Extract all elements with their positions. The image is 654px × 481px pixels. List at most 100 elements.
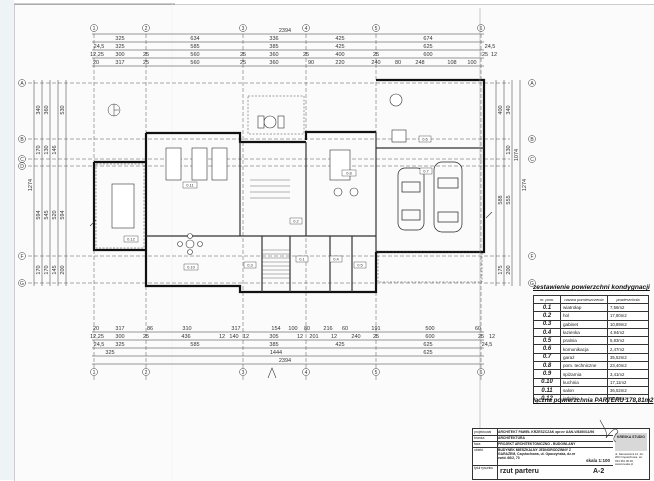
svg-text:300: 300 [115,52,124,58]
svg-text:5: 5 [375,26,378,32]
company-address: ul. Narutowicza 12, 42-200 Częstochowa, … [615,452,644,467]
svg-text:2: 2 [145,26,148,32]
svg-text:300: 300 [115,334,124,340]
svg-text:560: 560 [190,52,199,58]
svg-text:140: 140 [229,334,238,340]
svg-text:310: 310 [182,326,191,332]
svg-text:317: 317 [115,326,124,332]
svg-text:674: 674 [423,36,432,42]
svg-text:325: 325 [115,342,124,348]
svg-text:25: 25 [303,52,309,58]
svg-text:175: 175 [498,265,504,274]
svg-text:317: 317 [231,326,240,332]
svg-text:545: 545 [44,210,50,219]
svg-text:0.2: 0.2 [293,219,299,224]
svg-text:25: 25 [373,334,379,340]
svg-text:201: 201 [309,334,318,340]
svg-text:425: 425 [335,342,344,348]
svg-text:1274: 1274 [522,179,528,191]
svg-text:400: 400 [335,52,344,58]
area-table: nr. pom. nazwa pomieszczenia powierzchni… [533,295,649,404]
svg-text:25: 25 [240,60,246,66]
svg-text:6: 6 [480,26,483,32]
svg-text:340: 340 [506,105,512,114]
svg-text:360: 360 [269,52,278,58]
svg-text:6: 6 [480,370,483,376]
svg-text:340: 340 [36,105,42,114]
svg-text:0.1: 0.1 [299,257,305,262]
svg-text:625: 625 [423,350,432,356]
svg-text:12,25: 12,25 [90,52,104,58]
total-area: łączna powierzchnia PARTERU 178,81m2 [533,397,654,404]
svg-text:220: 220 [335,60,344,66]
svg-text:0.10: 0.10 [187,265,196,270]
svg-text:2: 2 [145,370,148,376]
svg-text:191: 191 [371,326,380,332]
area-schedule: zestawienie powierzchni kondygnacji nr. … [533,284,654,404]
svg-text:425: 425 [335,44,344,50]
svg-text:2394: 2394 [279,358,291,364]
svg-text:170: 170 [36,145,42,154]
svg-text:634: 634 [190,36,199,42]
svg-text:600: 600 [423,52,432,58]
svg-text:12: 12 [297,334,303,340]
svg-text:130: 130 [44,145,50,154]
svg-text:100: 100 [288,326,297,332]
svg-text:B: B [20,137,24,143]
svg-text:585: 585 [190,44,199,50]
svg-text:B: B [530,137,534,143]
svg-text:130: 130 [506,145,512,154]
svg-text:0.4: 0.4 [333,257,339,262]
title-block-row: branża ARCHITEKTURA [473,435,613,442]
svg-text:G: G [530,281,534,287]
svg-text:60: 60 [342,326,348,332]
section-mark-icon [89,211,493,379]
north-arrow-icon [107,103,121,117]
svg-text:F: F [530,254,533,260]
svg-text:154: 154 [271,326,280,332]
garage-cars [397,161,463,233]
title-block-row: projektował ARCHITEKT PAWEŁ KRZESZCZAK o… [473,429,613,436]
svg-text:25: 25 [143,52,149,58]
svg-text:530: 530 [60,105,66,114]
scan-edge [0,0,14,480]
svg-text:20: 20 [93,326,99,332]
exterior-walls [92,78,486,294]
area-schedule-title: zestawienie powierzchni kondygnacji [533,284,650,291]
svg-text:200: 200 [506,265,512,274]
svg-text:20: 20 [93,60,99,66]
svg-text:12: 12 [331,334,337,340]
svg-text:0.11: 0.11 [186,183,194,188]
svg-text:146: 146 [52,145,58,154]
svg-text:170: 170 [36,265,42,274]
svg-text:585: 585 [190,342,199,348]
svg-text:25: 25 [482,52,488,58]
svg-text:80: 80 [304,326,310,332]
svg-text:12: 12 [219,334,225,340]
svg-text:12: 12 [489,334,495,340]
svg-text:0.3: 0.3 [247,263,253,268]
svg-text:594: 594 [60,210,66,219]
drawing-scale: skala 1:100 [586,458,611,463]
svg-text:60: 60 [475,326,481,332]
svg-text:12: 12 [491,52,497,58]
svg-text:25: 25 [143,334,149,340]
axis-1: 1 [93,26,96,32]
svg-text:108: 108 [447,60,456,66]
stairs [250,179,290,279]
svg-text:86: 86 [147,326,153,332]
svg-text:3: 3 [242,370,245,376]
svg-text:0.8: 0.8 [346,171,352,176]
svg-text:0.5: 0.5 [357,263,363,268]
svg-text:24,5: 24,5 [482,342,493,348]
col-header-area: powierzchnia [607,295,649,304]
